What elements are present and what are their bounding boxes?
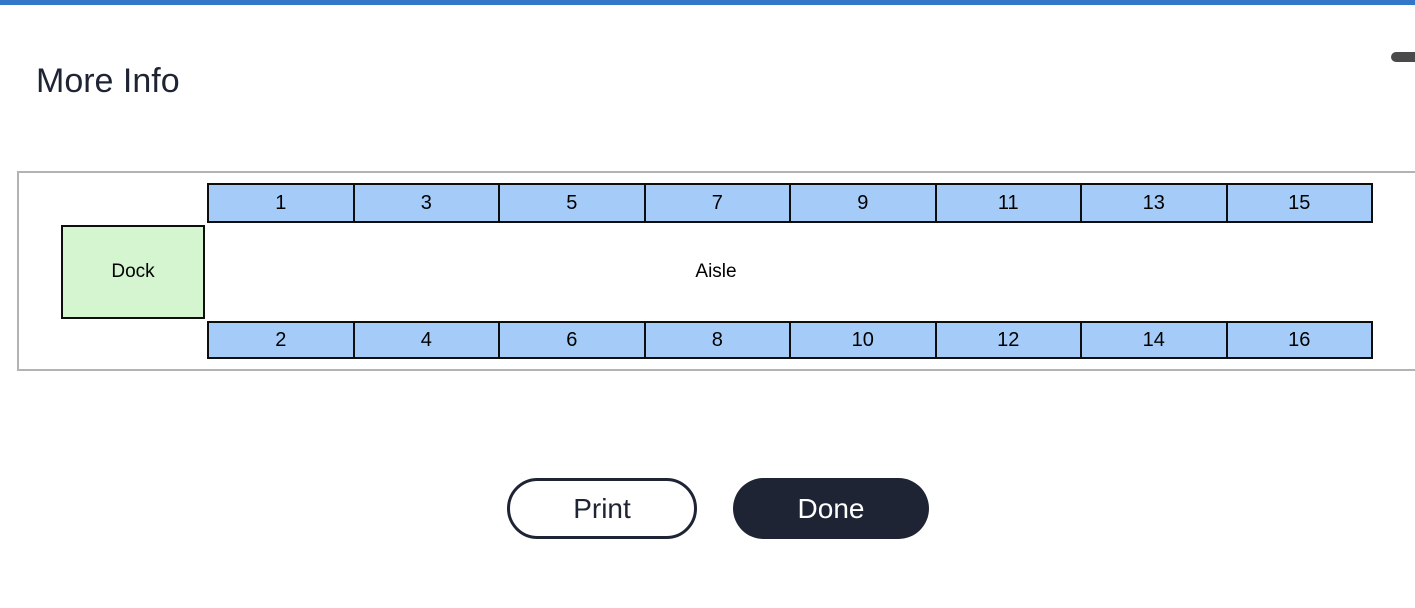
bay-cell: 10 — [789, 321, 937, 359]
bay-cell: 16 — [1225, 321, 1373, 359]
print-button[interactable]: Print — [507, 478, 697, 539]
bay-cell: 8 — [643, 321, 791, 359]
dock-box: Dock — [61, 225, 205, 319]
bay-cell: 7 — [643, 183, 791, 223]
bay-cell: 2 — [207, 321, 355, 359]
dash-indicator — [1391, 52, 1415, 62]
bay-cell: 12 — [934, 321, 1082, 359]
aisle-label: Aisle — [207, 223, 1225, 321]
bay-cell: 14 — [1080, 321, 1228, 359]
done-button[interactable]: Done — [733, 478, 929, 539]
bay-cell: 1 — [207, 183, 355, 223]
bay-cell: 15 — [1225, 183, 1373, 223]
bay-cell: 11 — [934, 183, 1082, 223]
bay-cell: 4 — [352, 321, 500, 359]
page-title: More Info — [36, 62, 180, 100]
bay-cell: 9 — [789, 183, 937, 223]
top-accent-bar — [0, 0, 1415, 5]
bay-cell: 6 — [498, 321, 646, 359]
dock-label: Dock — [111, 261, 155, 282]
aisle-text: Aisle — [695, 261, 737, 282]
bay-cell: 3 — [352, 183, 500, 223]
bay-cell: 5 — [498, 183, 646, 223]
bay-cell: 13 — [1080, 183, 1228, 223]
